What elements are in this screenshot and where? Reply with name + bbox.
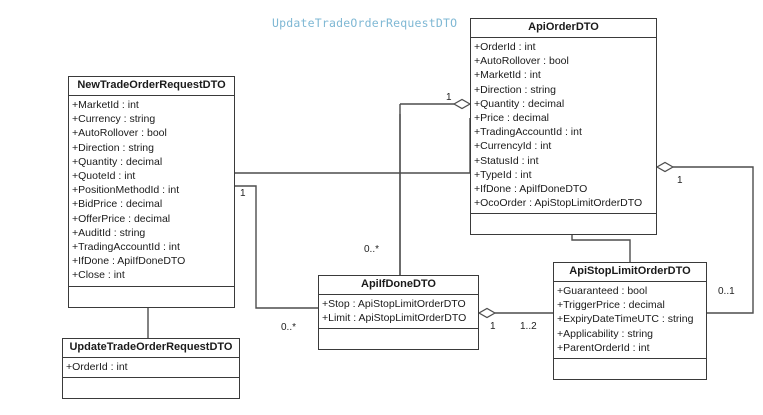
class-attribute: +BidPrice : decimal <box>72 198 163 211</box>
class-attribute: +OrderId : int <box>66 361 128 373</box>
class-attribute: +CurrencyId : int <box>474 140 552 153</box>
multiplicity-ifdone-stoplimit-target: 1..2 <box>520 321 537 332</box>
aggregation-diamond <box>452 98 472 110</box>
multiplicity-newtrade-ifdone-target: 0..* <box>281 322 297 333</box>
multiplicity-apiorder-oco-target: 0..1 <box>718 286 735 297</box>
class-attribute: +Close : int <box>72 269 125 282</box>
class-attributes: +OrderId : int <box>63 358 239 379</box>
class-attribute: +OcoOrder : ApiStopLimitOrderDTO <box>474 197 643 210</box>
class-name: ApiIfDoneDTO <box>319 276 478 295</box>
multiplicity-apiorder-left: 1 <box>446 92 452 103</box>
class-box-api-if-done-dto[interactable]: ApiIfDoneDTO +Stop : ApiStopLimitOrderDT… <box>318 275 479 351</box>
class-attribute: +Limit : ApiStopLimitOrderDTO <box>322 312 467 325</box>
class-name: UpdateTradeOrderRequestDTO <box>63 339 239 358</box>
class-attribute: +OfferPrice : decimal <box>72 212 171 225</box>
class-box-api-stop-limit-order-dto[interactable]: ApiStopLimitOrderDTO +Guaranteed : bool … <box>553 262 707 381</box>
class-attribute: +AuditId : string <box>72 226 146 239</box>
class-attribute: +MarketId : int <box>72 99 139 111</box>
multiplicity-newtrade-ifdone-source: 1 <box>240 188 246 199</box>
class-attribute: +PositionMethodId : int <box>72 184 180 197</box>
class-attribute: +Currency : string <box>72 113 156 126</box>
class-attribute: +TypeId : int <box>474 168 532 181</box>
connector-ifdone-to-stoplimit <box>477 307 553 319</box>
connector-newtrade-to-apiorder <box>217 118 471 179</box>
class-attribute: +OrderId : int <box>474 41 536 53</box>
multiplicity-ifdone-stoplimit-source: 1 <box>490 321 496 332</box>
class-attribute: +StatusId : int <box>474 154 539 167</box>
class-name: ApiStopLimitOrderDTO <box>554 263 706 282</box>
class-operations <box>554 359 706 379</box>
class-attributes: +Stop : ApiStopLimitOrderDTO +Limit : Ap… <box>319 295 478 330</box>
class-box-new-trade-order-request-dto[interactable]: NewTradeOrderRequestDTO +MarketId : int … <box>68 76 235 308</box>
class-name: NewTradeOrderRequestDTO <box>69 77 234 96</box>
class-attribute: +AutoRollover : bool <box>474 55 569 68</box>
aggregation-diamond <box>477 307 497 319</box>
class-attributes: +Guaranteed : bool +TriggerPrice : decim… <box>554 282 706 360</box>
class-attributes: +MarketId : int +Currency : string +Auto… <box>69 96 234 287</box>
class-name: ApiOrderDTO <box>471 19 656 38</box>
class-attribute: +QuoteId : int <box>72 170 136 183</box>
class-attribute: +Guaranteed : bool <box>557 285 648 297</box>
class-attribute: +Applicability : string <box>557 327 654 340</box>
class-operations <box>319 329 478 349</box>
class-attribute: +IfDone : ApiIfDoneDTO <box>474 183 588 196</box>
class-attribute: +MarketId : int <box>474 69 541 82</box>
connector-apiorder-to-stoplimit-oco <box>655 161 754 314</box>
class-attribute: +TriggerPrice : decimal <box>557 299 665 312</box>
multiplicity-apiorder-right: 1 <box>677 175 683 186</box>
class-attribute: +Stop : ApiStopLimitOrderDTO <box>322 298 466 310</box>
class-box-api-order-dto[interactable]: ApiOrderDTO +OrderId : int +AutoRollover… <box>470 18 657 236</box>
class-attribute: +ExpiryDateTimeUTC : string <box>557 313 694 326</box>
class-operations <box>471 214 656 234</box>
class-attribute: +Quantity : decimal <box>72 155 163 168</box>
class-attribute: +Direction : string <box>474 83 556 96</box>
connector-apiorder-to-ifdone <box>399 98 472 275</box>
class-operations <box>63 378 239 398</box>
class-attribute: +TradingAccountId : int <box>72 241 180 254</box>
class-attribute: +AutoRollover : bool <box>72 127 167 140</box>
multiplicity-apiorder-ifdone-target: 0..* <box>364 244 380 255</box>
aggregation-diamond <box>655 161 675 173</box>
diagram-title: UpdateTradeOrderRequestDTO <box>272 16 458 30</box>
class-attribute: +Direction : string <box>72 141 154 154</box>
class-attribute: +Quantity : decimal <box>474 97 565 110</box>
class-attribute: +Price : decimal <box>474 112 549 125</box>
class-attribute: +IfDone : ApiIfDoneDTO <box>72 255 186 268</box>
class-box-update-trade-order-request-dto[interactable]: UpdateTradeOrderRequestDTO +OrderId : in… <box>62 338 240 400</box>
class-operations <box>69 287 234 307</box>
class-attributes: +OrderId : int +AutoRollover : bool +Mar… <box>471 38 656 215</box>
class-attribute: +TradingAccountId : int <box>474 126 582 139</box>
class-attribute: +ParentOrderId : int <box>557 341 650 354</box>
